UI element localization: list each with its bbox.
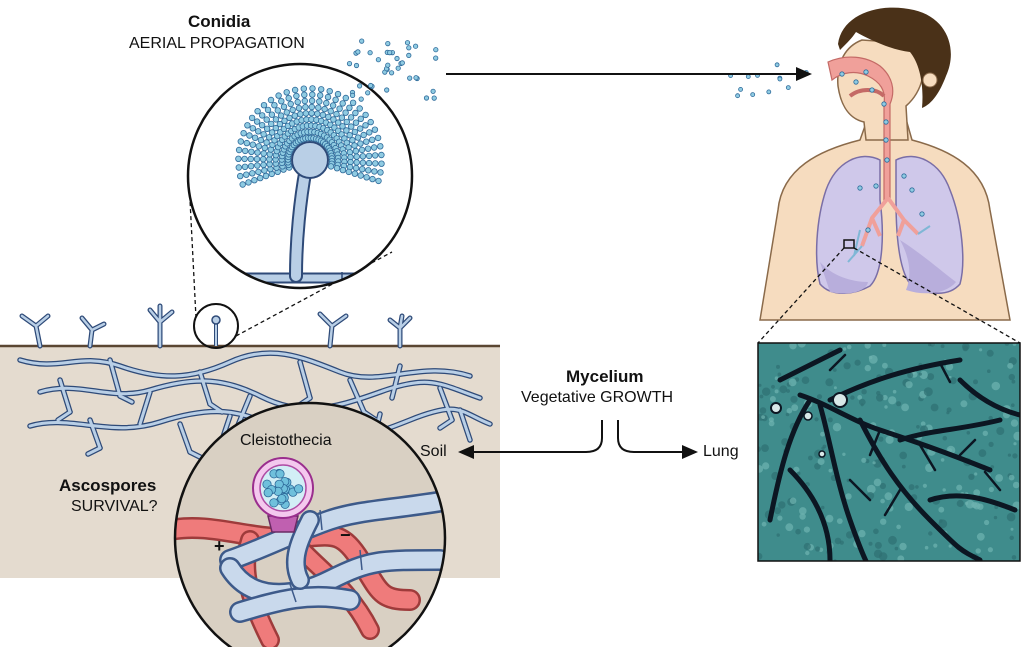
ascospores-subtitle: SURVIVAL? <box>71 498 158 515</box>
conidia-subtitle: AERIAL PROPAGATION <box>129 35 305 52</box>
mating-type-minus: − <box>340 525 351 545</box>
conidia-title: Conidia <box>188 12 251 31</box>
human-torso <box>759 7 1011 321</box>
soil-label: Soil <box>420 443 447 460</box>
mating-type-plus: + <box>214 536 225 556</box>
inhalation-arrow <box>446 67 812 81</box>
conidia-magnified-circle <box>186 62 414 290</box>
zoom-lines-micrograph <box>757 247 1021 344</box>
ascospores-title: Ascospores <box>59 476 157 495</box>
mycelium-title: Mycelium <box>566 367 644 386</box>
cleistothecia-magnified-circle <box>173 401 447 647</box>
conidiophore-highlight-circle <box>193 303 239 349</box>
airborne-spores <box>346 38 809 102</box>
lung-tissue-micrograph <box>757 342 1021 562</box>
lung-label: Lung <box>703 443 739 460</box>
mycelium-subtitle: Vegetative GROWTH <box>521 389 674 406</box>
cleistothecia-label: Cleistothecia <box>240 432 332 449</box>
mycelium-split-arrows <box>458 420 698 459</box>
inhaled-spores <box>839 69 925 233</box>
